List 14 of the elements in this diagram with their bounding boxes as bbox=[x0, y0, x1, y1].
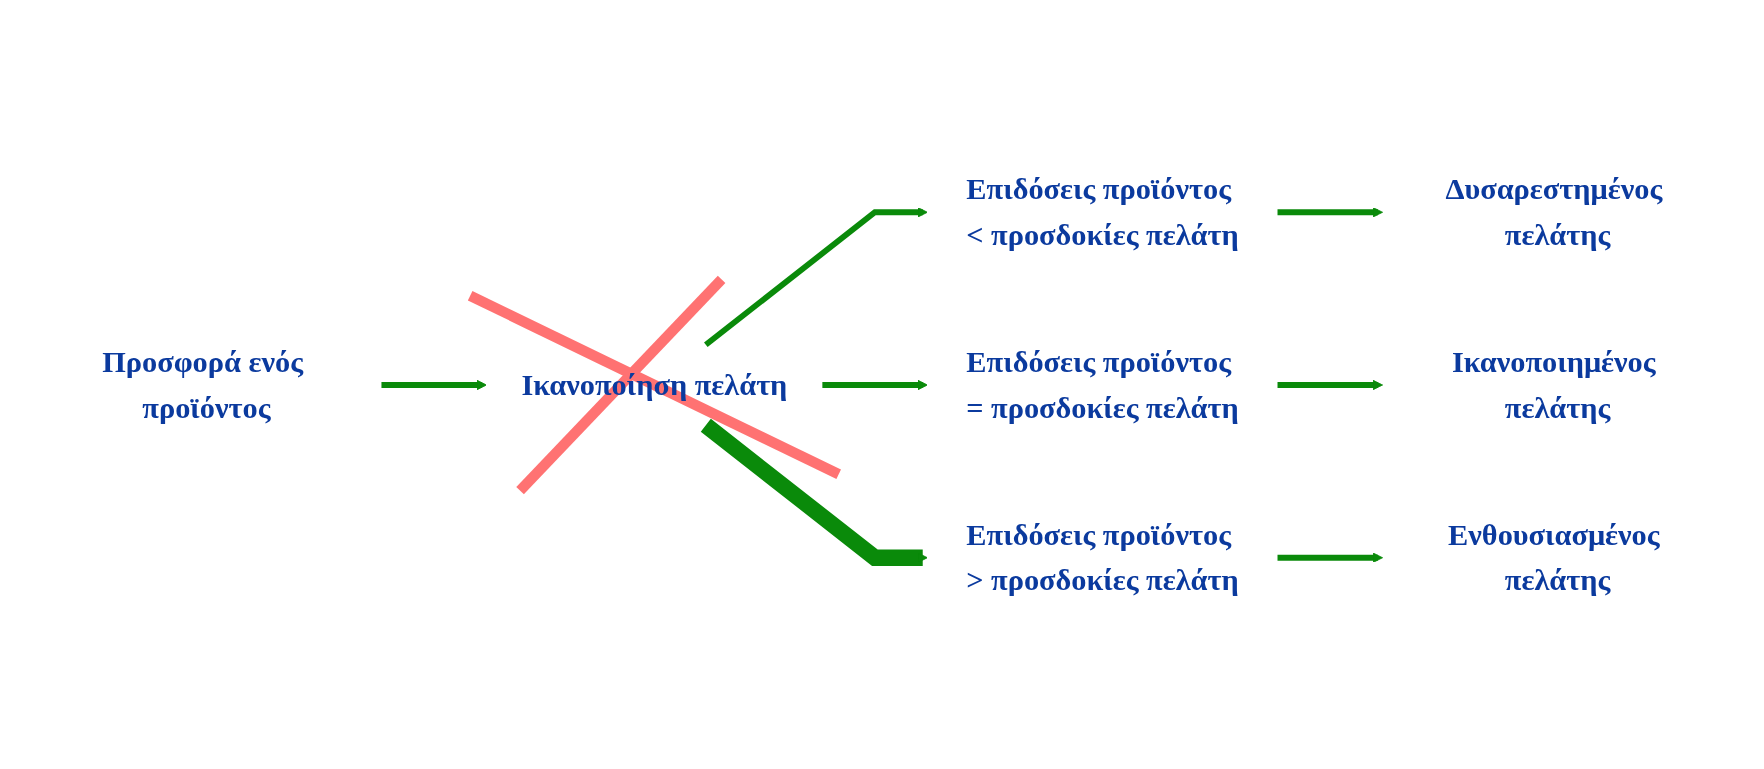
arrow bbox=[1277, 552, 1383, 563]
arrow bbox=[704, 206, 928, 347]
node-text: Επιδόσεις προϊόντος > προσδοκίες πελάτη bbox=[966, 517, 1239, 597]
arrow bbox=[1277, 206, 1383, 217]
node-text: Δυσαρεστημένος πελάτης bbox=[1445, 172, 1663, 252]
node-text: Επιδόσεις προϊόντος < προσδοκίες πελάτη bbox=[966, 172, 1239, 252]
node-text: Προσφορά ενός προϊόντος bbox=[102, 344, 304, 425]
arrow bbox=[1277, 379, 1383, 390]
node-text: Επιδόσεις προϊόντος = προσδοκίες πελάτη bbox=[966, 344, 1239, 425]
arrow bbox=[700, 418, 928, 566]
node-text: Ενθουσιασμένος πελάτης bbox=[1447, 517, 1660, 597]
node-text: Ικανοποιημένος πελάτης bbox=[1452, 344, 1656, 425]
arrow bbox=[381, 379, 487, 390]
arrow bbox=[822, 379, 928, 390]
